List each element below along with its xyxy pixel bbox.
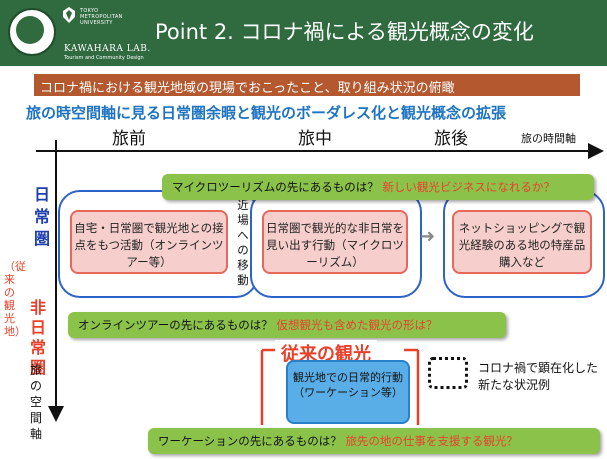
micro-tourism-callout: マイクロツーリズムの先にあるものは？ 新しい観光ビジネスになれるか？ — [162, 174, 594, 200]
header-bar — [0, 0, 607, 66]
workcation-callout: ワーケーションの先にあるものは？ 旅先の地の仕事を支援する観光？ — [148, 428, 600, 454]
section-heading: 旅の時空間軸に見る日常圏余暇と観光のボーダレス化と観光概念の拡張 — [26, 104, 507, 122]
time-axis-label: 旅の時間軸 — [521, 132, 576, 145]
arrow-right-icon: ➜ — [420, 226, 436, 247]
callout-question: マイクロツーリズムの先にあるものは？ — [172, 180, 379, 194]
university-line: UNIVERSITY — [80, 20, 113, 26]
callout-answer: 仮想観光も含めた観光の形は？ — [276, 318, 438, 332]
nearby-travel-label: 近場への移動 — [237, 198, 249, 287]
callout-question: ワーケーションの先にあるものは？ — [158, 434, 342, 448]
space-axis-label: 旅の空間軸 — [30, 363, 43, 441]
before-activity-box: 自宅・日常圏で観光地との接点をもつ活動（オンラインツアー等） — [70, 210, 228, 274]
non-daily-zone-label: 非日常圏 — [30, 298, 47, 377]
logo-emblem-inner — [16, 16, 44, 44]
university-line: TOKYO — [80, 8, 99, 14]
subtitle-text: コロナ禍における観光地域の現場でおこったこと、取り組み状況の俯瞰 — [40, 81, 455, 96]
phase-before: 旅前 — [112, 129, 146, 149]
subtitle-bar — [34, 74, 580, 96]
non-daily-note: （従来の観光地） — [4, 260, 26, 338]
phase-after: 旅後 — [434, 129, 468, 149]
phase-during: 旅中 — [298, 129, 332, 149]
lab-name: KAWAHARA LAB. — [64, 44, 151, 54]
legend-dotted-box — [428, 357, 468, 389]
callout-answer: 新しい観光ビジネスになれるか？ — [382, 180, 555, 194]
lab-subtitle: Tourism and Community Design — [64, 55, 144, 61]
callout-question: オンラインツアーの先にあるものは？ — [78, 318, 273, 332]
university-name: TOKYO METROPOLITAN UNIVERSITY — [80, 8, 140, 26]
daily-zone-label: 日常圏 — [34, 185, 51, 248]
online-tour-callout: オンラインツアーの先にあるものは？ 仮想観光も含めた観光の形は？ — [68, 312, 506, 338]
after-activity-box: ネットショッピングで観光経験のある地の特産品購入など — [452, 210, 592, 274]
university-mark-icon — [63, 7, 75, 23]
university-line: METROPOLITAN — [80, 14, 123, 20]
callout-answer: 旅先の地の仕事を支援する観光？ — [345, 434, 518, 448]
workcation-box: 観光地での日常的行動（ワーケーション等） — [286, 360, 410, 424]
page-title: Point 2. コロナ禍による観光概念の変化 — [155, 20, 534, 44]
legend-text: コロナ禍で顕在化した新たな状況例 — [478, 361, 599, 392]
traditional-bracket — [260, 348, 420, 425]
during-activity-box: 日常圏で観光的な非日常を見い出す行動（マイクロツーリズム） — [262, 210, 408, 274]
